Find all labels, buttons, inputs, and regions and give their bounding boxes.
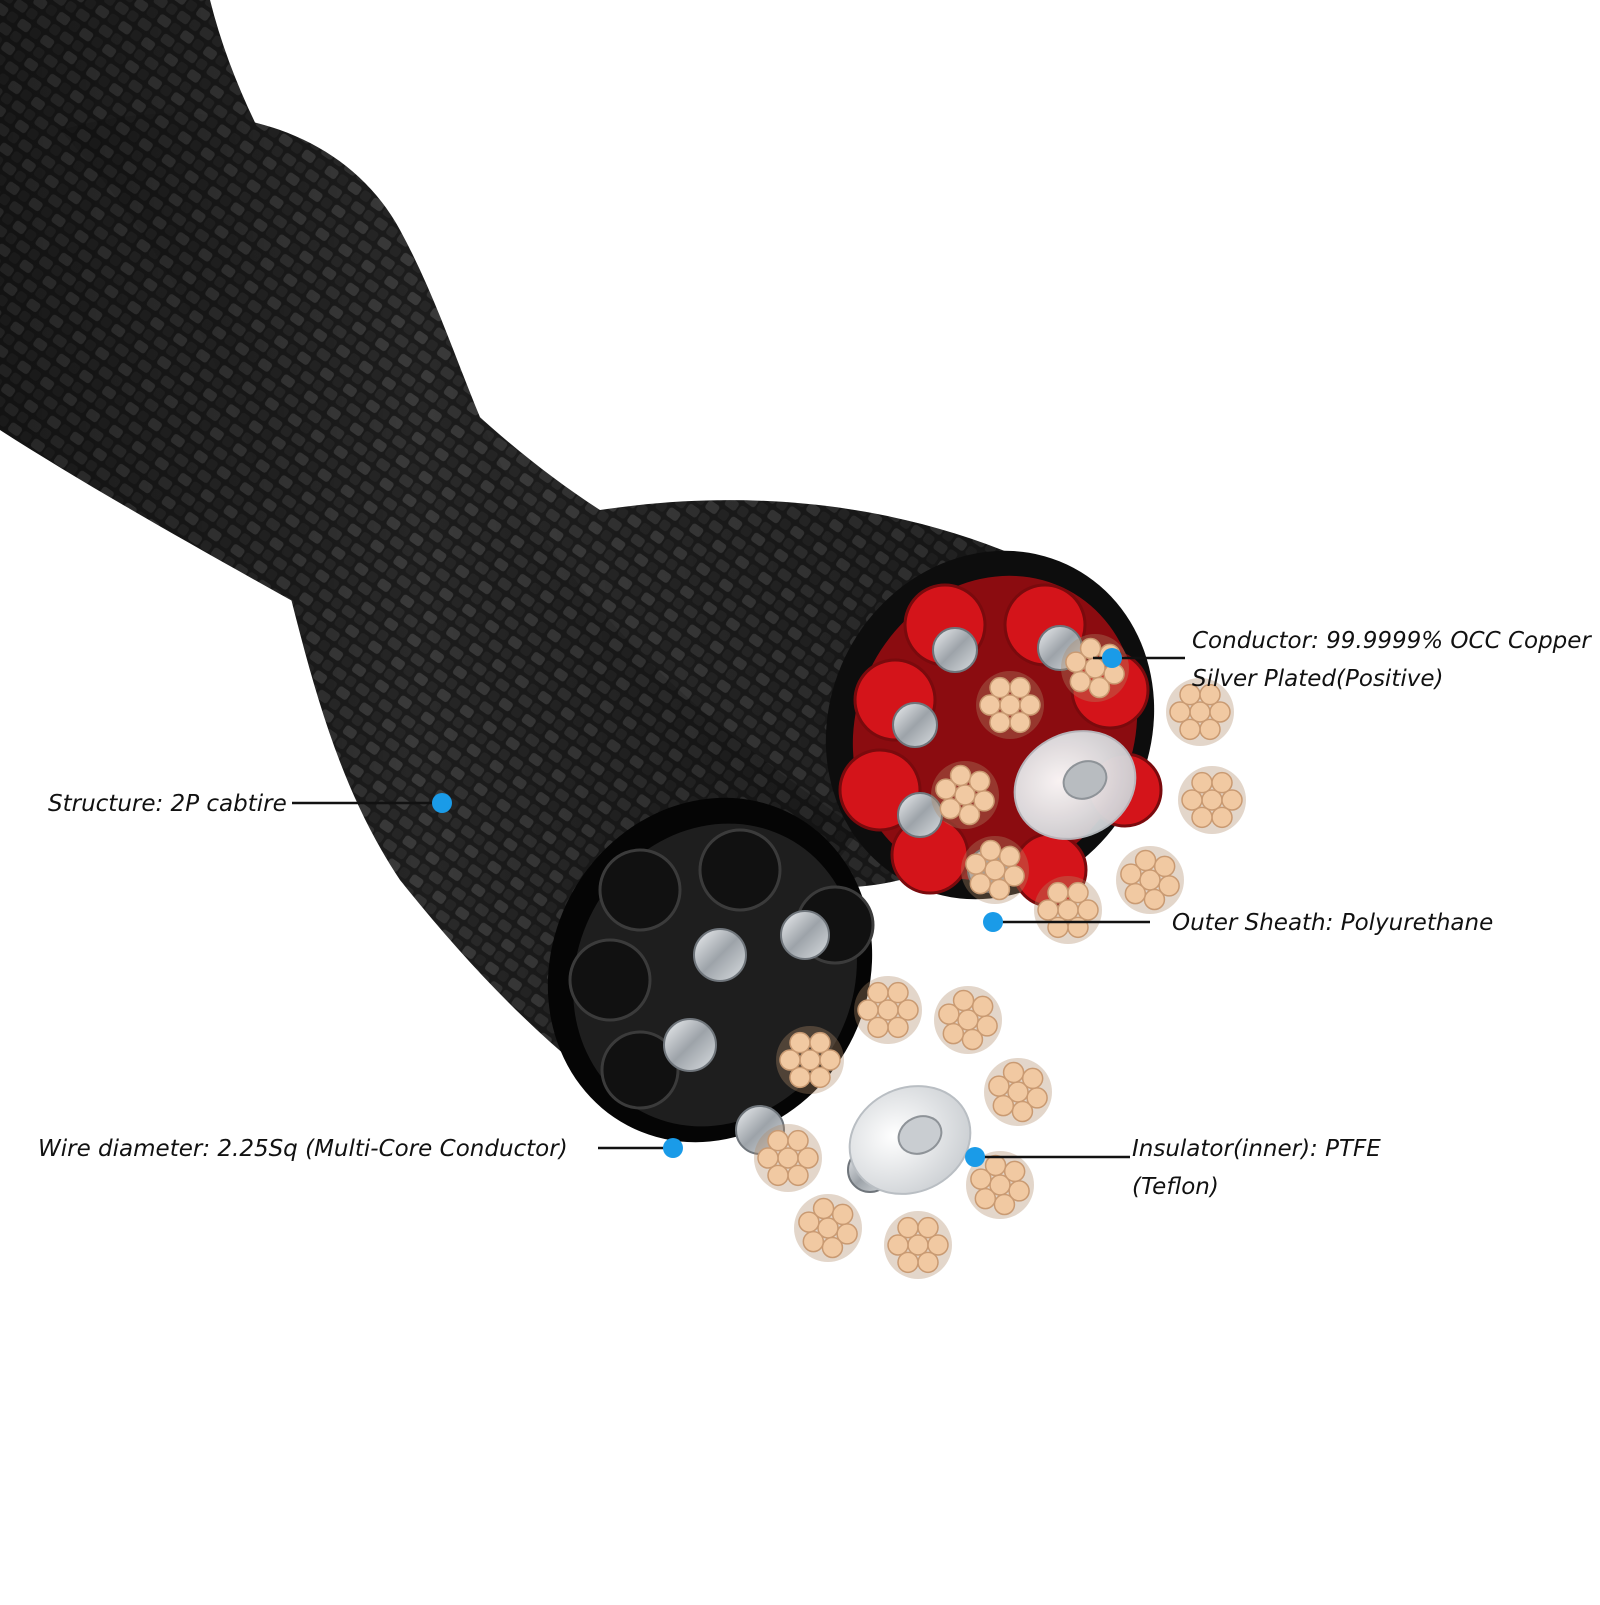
copper-strand-icon [1061,634,1129,702]
copper-strand-icon [984,1058,1052,1126]
structure-dot-icon [432,793,452,813]
copper-strand-icon [1116,846,1184,914]
negative-ptfe-insulator [848,1085,972,1195]
copper-strand-icon [966,1151,1034,1219]
copper-strand-icon [961,836,1029,904]
copper-strand-icon [976,671,1044,739]
positive-ptfe-insulator [1013,730,1137,840]
copper-strand-icon [931,761,999,829]
outer-sheath-label: Outer Sheath: Polyurethane [1172,904,1493,942]
copper-strand-bundles [754,634,1246,1279]
insulator-label: Insulator(inner): PTFE (Teflon) [1132,1130,1381,1206]
insulator-label-line1: Insulator(inner): PTFE [1132,1136,1381,1162]
copper-strand-icon [934,986,1002,1054]
conductor-label-line2: Silver Plated(Positive) [1192,666,1444,692]
negative-insulated-cores [568,828,875,1110]
conductor-label: Conductor: 99.9999% OCC Copper Silver Pl… [1192,622,1591,698]
copper-strand-icon [1166,678,1234,746]
copper-strand-icon [884,1211,952,1279]
copper-strand-icon [754,1124,822,1192]
structure-label-line1: Structure: 2P cabtire [48,791,287,817]
insulator-dot-icon [965,1147,985,1167]
wire-diameter-dot-icon [663,1138,683,1158]
conductor-dot-icon [1102,648,1122,668]
copper-strand-icon [1178,766,1246,834]
insulator-label-line2: (Teflon) [1132,1174,1219,1200]
wire-diameter-label: Wire diameter: 2.25Sq (Multi-Core Conduc… [38,1130,568,1168]
outer-sheath-label-line1: Outer Sheath: Polyurethane [1172,910,1494,936]
callout-dots [432,648,1122,1167]
structure-label: Structure: 2P cabtire [48,785,287,823]
copper-strand-icon [1034,876,1102,944]
outer-sheath-dot-icon [983,912,1003,932]
conductor-label-line1: Conductor: 99.9999% OCC Copper [1192,628,1591,654]
wire-diameter-label-line1: Wire diameter: 2.25Sq (Multi-Core Conduc… [38,1136,568,1162]
negative-cable-end [547,797,972,1195]
copper-strand-icon [794,1194,862,1262]
copper-strand-icon [854,976,922,1044]
copper-strand-icon [776,1026,844,1094]
